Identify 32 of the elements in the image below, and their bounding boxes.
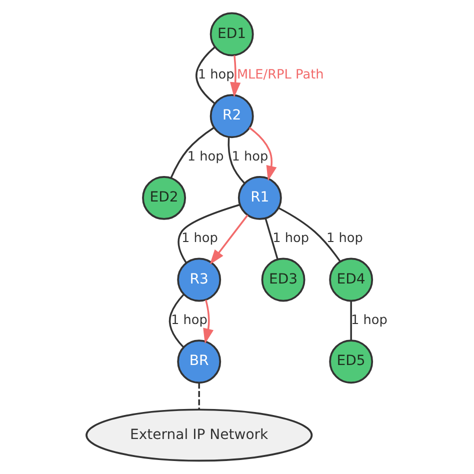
node-circle: ED3 <box>261 258 306 302</box>
connector <box>264 218 278 260</box>
connector <box>350 301 352 340</box>
connector <box>196 46 216 104</box>
node-circle: R1 <box>238 176 282 220</box>
connector <box>228 137 246 184</box>
node-circle: ED5 <box>329 340 374 384</box>
connector <box>168 294 184 348</box>
edge-label: 1 hop <box>198 67 234 82</box>
node-circle: ED2 <box>142 176 186 220</box>
edge-label: MLE/RPL Path <box>236 67 324 82</box>
node-circle: R3 <box>177 258 222 302</box>
edge-label: 1 hop <box>326 231 363 246</box>
arrow <box>248 127 277 181</box>
node-circle: ED4 <box>329 258 374 302</box>
connector <box>198 382 200 410</box>
arrow <box>203 300 214 344</box>
node-circle: R2 <box>210 94 254 138</box>
arrow <box>230 55 241 98</box>
connector <box>178 204 240 264</box>
edge-label: 1 hop <box>170 312 208 328</box>
edge-label: 1 hop <box>232 149 268 164</box>
edge-label: 1 hop <box>272 231 310 246</box>
node-ellipse: External IP Network <box>86 408 313 462</box>
edge-label: 1 hop <box>181 231 218 246</box>
connector <box>278 207 341 262</box>
arrow <box>210 214 248 265</box>
node-circle: BR <box>177 340 222 384</box>
edge-label: 1 hop <box>187 149 224 164</box>
edge-label: 1 hop <box>351 312 388 328</box>
node-circle: ED1 <box>210 12 254 56</box>
connector <box>170 126 214 178</box>
